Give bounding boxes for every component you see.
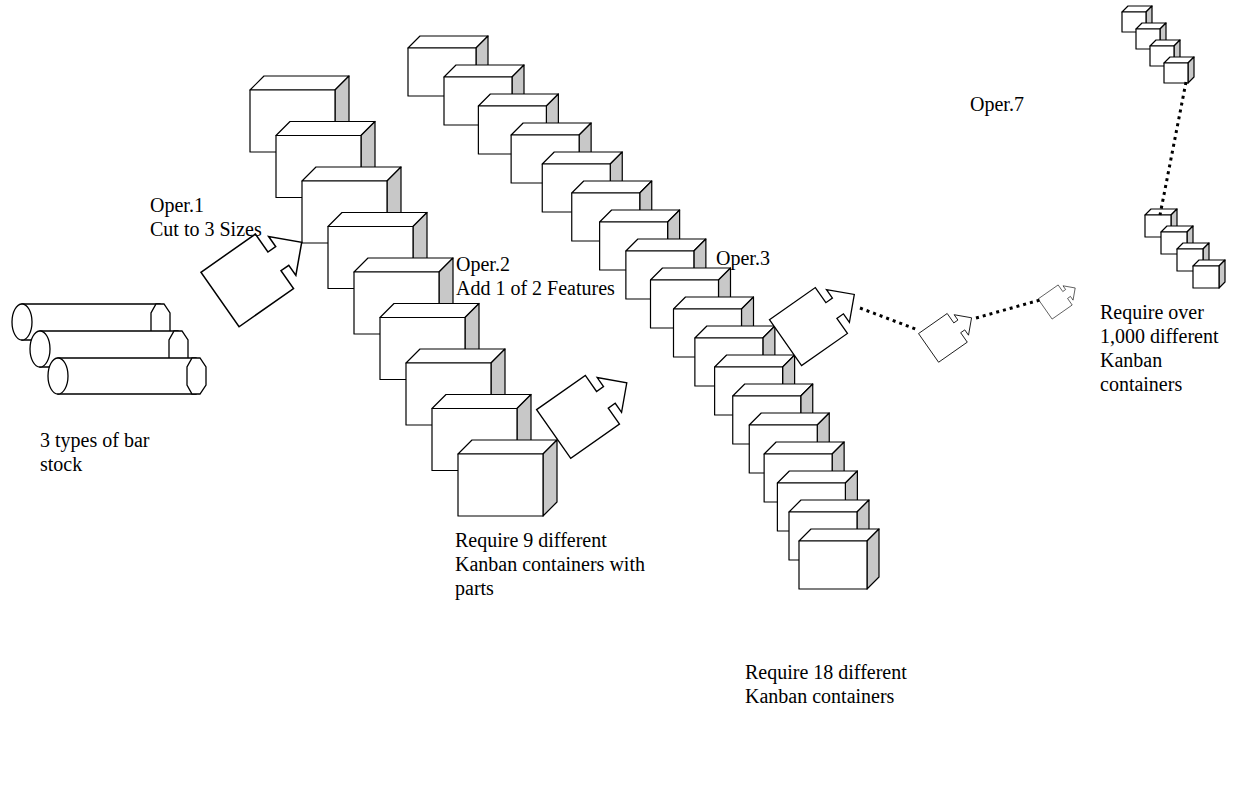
caption-label: Require over 1,000 different Kanban cont…: [1100, 300, 1240, 396]
caption-label: 3 types of bar stock: [40, 428, 190, 476]
bar-stock: [12, 304, 206, 394]
caption-label: Oper.3: [716, 246, 770, 270]
caption-label: Require 9 different Kanban containers wi…: [455, 528, 655, 600]
caption-label: Oper.2: [456, 252, 510, 276]
operation-arrows: [201, 215, 1082, 458]
caption-label: Require 18 different Kanban containers: [745, 660, 960, 708]
kanban-box: [799, 529, 879, 589]
kanban-box: [1193, 260, 1225, 288]
caption-label: Cut to 3 Sizes: [150, 217, 262, 241]
caption-label: Add 1 of 2 Features: [456, 276, 615, 300]
caption-label: Oper.1: [150, 193, 204, 217]
kanban-box: [458, 440, 557, 516]
kanban-containers: [250, 6, 1225, 589]
kanban-box: [1164, 57, 1194, 83]
caption-label: Oper.7: [970, 92, 1024, 116]
dotted-leaders: [860, 82, 1186, 330]
